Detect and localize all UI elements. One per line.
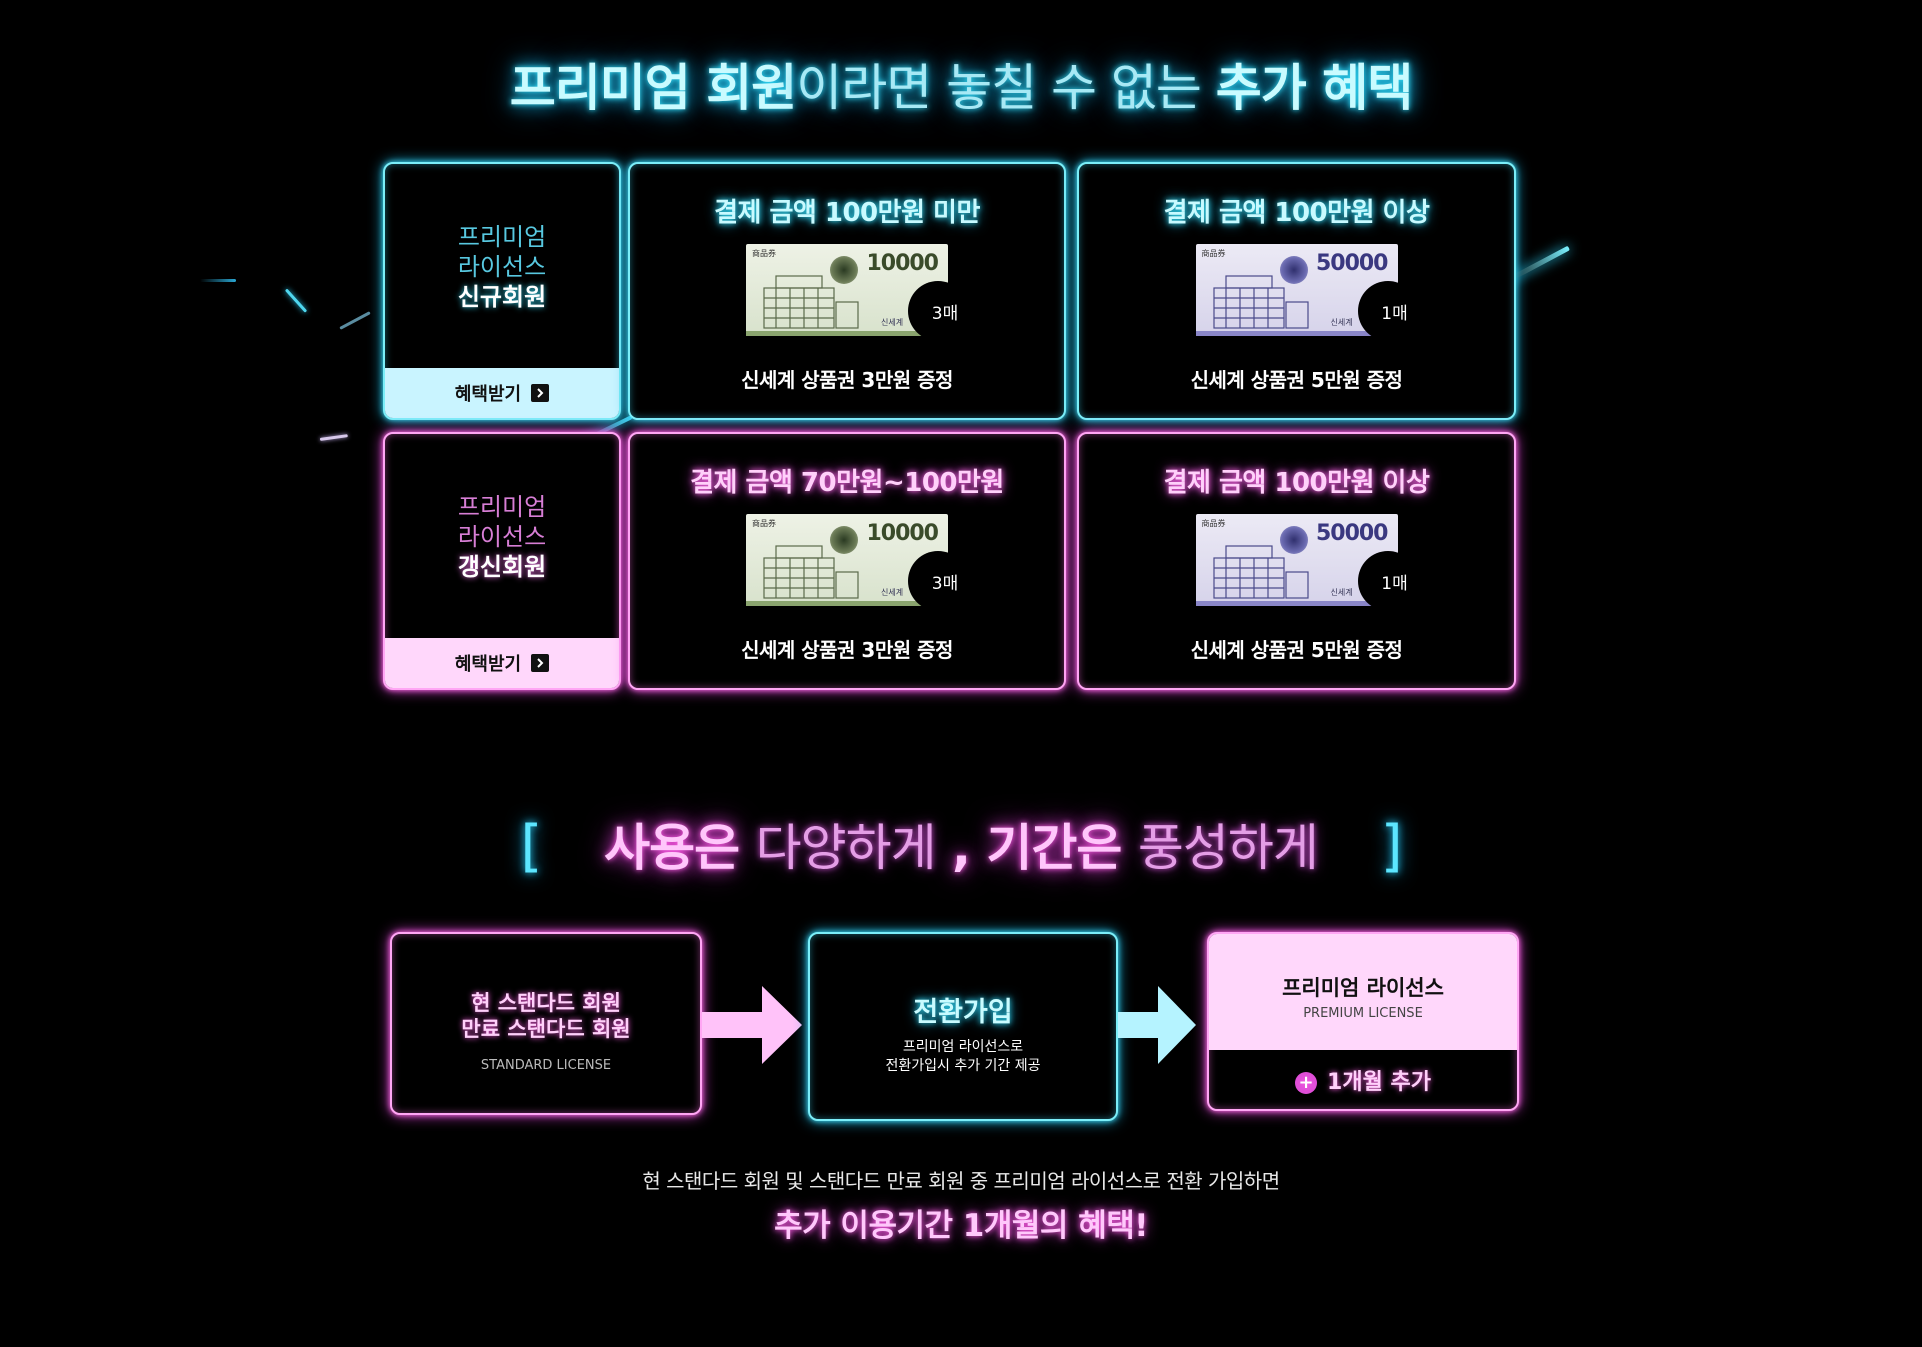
seal-icon [830, 256, 858, 284]
card-description: 신세계 상품권 3만원 증정 [741, 368, 953, 392]
new-member-label: 프리미엄 라이선스 신규회원 [385, 222, 619, 312]
card-description: 신세계 상품권 3만원 증정 [741, 638, 953, 662]
card-title: 결제 금액 100만원 이상 [1163, 198, 1430, 228]
voucher-amount: 10000 [866, 251, 939, 276]
light-streak [339, 311, 371, 330]
arrow-right-icon [702, 986, 802, 1064]
gift-voucher-image: 商品券 50000 신세계 1매 [1195, 514, 1418, 611]
building-icon [1212, 545, 1309, 599]
renewal-member-card: 프리미엄 라이선스 갱신회원 혜택받기 [383, 432, 621, 690]
headline-strong-2: 추가 혜택 [1215, 59, 1413, 117]
light-streak [284, 288, 308, 313]
benefit-card: 결제 금액 100만원 이상 商品券 50000 신세계 1매 신세계 상품권 … [1077, 162, 1516, 420]
voucher-brand: 신세계 [1330, 318, 1353, 327]
voucher-strip [1195, 331, 1398, 336]
seal-icon [830, 526, 858, 554]
card-description: 신세계 상품권 5만원 증정 [1190, 638, 1403, 662]
label-emphasis: 신규회원 [457, 283, 547, 311]
benefit-card: 결제 금액 70만원~100만원 商品券 10000 신세계 3매 신세계 상품… [628, 432, 1066, 690]
card-title: 결제 금액 100만원 이상 [1163, 468, 1430, 498]
button-label: 혜택받기 [454, 654, 522, 675]
bonus-text: 1개월 추가 [1327, 1070, 1431, 1095]
arrow-right-icon [1118, 986, 1196, 1064]
voucher-header: 商品券 [752, 519, 776, 528]
desc-line: 전환가입시 추가 기간 제공 [885, 1058, 1041, 1074]
label-line: 라이선스 [457, 523, 547, 551]
title-comma: , [952, 819, 971, 877]
conversion-box: 전환가입 프리미엄 라이선스로 전환가입시 추가 기간 제공 [808, 932, 1118, 1121]
title-word: 풍성하게 [1137, 819, 1319, 877]
light-streak [319, 434, 348, 441]
title-word: 기간은 [986, 819, 1122, 877]
voucher-header: 商品券 [752, 249, 776, 258]
light-streak [200, 279, 236, 282]
footer-highlight: 추가 이용기간 1개월의 혜택! [774, 1208, 1148, 1244]
desc-line: 프리미엄 라이선스로 [902, 1039, 1024, 1055]
title-line: 만료 스탠다드 회원 [461, 1017, 631, 1041]
benefit-card: 결제 금액 100만원 미만 商品券 10000 신세계 3매 신세계 상품권 … [628, 162, 1066, 420]
section-title: [ 사용은 다양하게 , 기간은 풍성하게 ] [0, 808, 1922, 880]
card-title: 결제 금액 70만원~100만원 [690, 468, 1004, 498]
voucher-brand: 신세계 [881, 318, 904, 327]
conversion-title: 전환가입 [913, 997, 1013, 1028]
plus-icon: + [1295, 1072, 1318, 1094]
standard-license-title: 현 스탠다드 회원 만료 스탠다드 회원 [392, 990, 700, 1042]
headline-normal: 이라면 놓칠 수 없는 [796, 59, 1216, 117]
gift-voucher-image: 商品券 10000 신세계 3매 [746, 514, 968, 611]
label-line: 프리미엄 [457, 223, 547, 251]
benefit-card: 결제 금액 100만원 이상 商品券 50000 신세계 1매 신세계 상품권 … [1077, 432, 1516, 690]
title-word: 사용은 [604, 819, 740, 877]
arrow-right-icon [531, 384, 550, 402]
new-member-card: 프리미엄 라이선스 신규회원 혜택받기 [383, 162, 621, 420]
label-line: 라이선스 [457, 253, 547, 281]
card-title: 결제 금액 100만원 미만 [714, 198, 980, 228]
title-line: 현 스탠다드 회원 [471, 991, 621, 1015]
premium-license-header: 프리미엄 라이선스 PREMIUM LICENSE [1209, 934, 1517, 1050]
gift-voucher-image: 商品券 50000 신세계 1매 [1195, 244, 1418, 341]
standard-license-subtitle: STANDARD LICENSE [480, 1058, 612, 1073]
building-icon [763, 275, 859, 329]
voucher-amount: 10000 [866, 521, 939, 546]
voucher-strip [746, 331, 948, 336]
title-word: 다양하게 [755, 819, 937, 877]
voucher-brand: 신세계 [1330, 588, 1353, 597]
get-benefit-button-new[interactable]: 혜택받기 [385, 368, 619, 418]
voucher-amount: 50000 [1315, 251, 1389, 276]
premium-license-title: 프리미엄 라이선스 [1282, 976, 1444, 1000]
premium-license-subtitle: PREMIUM LICENSE [1303, 1006, 1423, 1021]
arrow-right-icon [531, 654, 550, 672]
voucher-header: 商品券 [1201, 249, 1226, 258]
building-icon [763, 545, 859, 599]
conversion-description: 프리미엄 라이선스로 전환가입시 추가 기간 제공 [810, 1038, 1116, 1076]
gift-voucher-image: 商品券 10000 신세계 3매 [746, 244, 968, 341]
footer-description: 현 스탠다드 회원 및 스탠다드 만료 회원 중 프리미엄 라이선스로 전환 가… [642, 1169, 1280, 1193]
bonus-month-label: +1개월 추가 [1209, 1064, 1517, 1096]
voucher-header: 商品券 [1201, 519, 1226, 528]
count-badge: 3매 [908, 281, 968, 341]
premium-license-box: 프리미엄 라이선스 PREMIUM LICENSE +1개월 추가 [1207, 932, 1519, 1111]
button-label: 혜택받기 [454, 384, 522, 405]
seal-icon [1279, 526, 1308, 554]
label-line: 프리미엄 [457, 493, 547, 521]
card-description: 신세계 상품권 5만원 증정 [1190, 368, 1403, 392]
renewal-member-label: 프리미엄 라이선스 갱신회원 [385, 492, 619, 582]
voucher-strip [1195, 601, 1398, 606]
bracket-open: [ [520, 814, 542, 879]
headline-strong-1: 프리미엄 회원 [509, 59, 797, 117]
get-benefit-button-renewal[interactable]: 혜택받기 [385, 638, 619, 688]
count-badge: 1매 [1357, 281, 1418, 341]
voucher-brand: 신세계 [881, 588, 904, 597]
label-emphasis: 갱신회원 [457, 553, 547, 581]
voucher-amount: 50000 [1315, 521, 1389, 546]
bracket-close: ] [1380, 814, 1403, 879]
seal-icon [1279, 256, 1308, 284]
building-icon [1212, 275, 1309, 329]
count-badge: 1매 [1357, 551, 1418, 611]
voucher-strip [746, 601, 948, 606]
headline: 프리미엄 회원이라면 놓칠 수 없는 추가 혜택 [0, 48, 1922, 120]
count-badge: 3매 [908, 551, 968, 611]
standard-license-box: 현 스탠다드 회원 만료 스탠다드 회원 STANDARD LICENSE [390, 932, 702, 1115]
